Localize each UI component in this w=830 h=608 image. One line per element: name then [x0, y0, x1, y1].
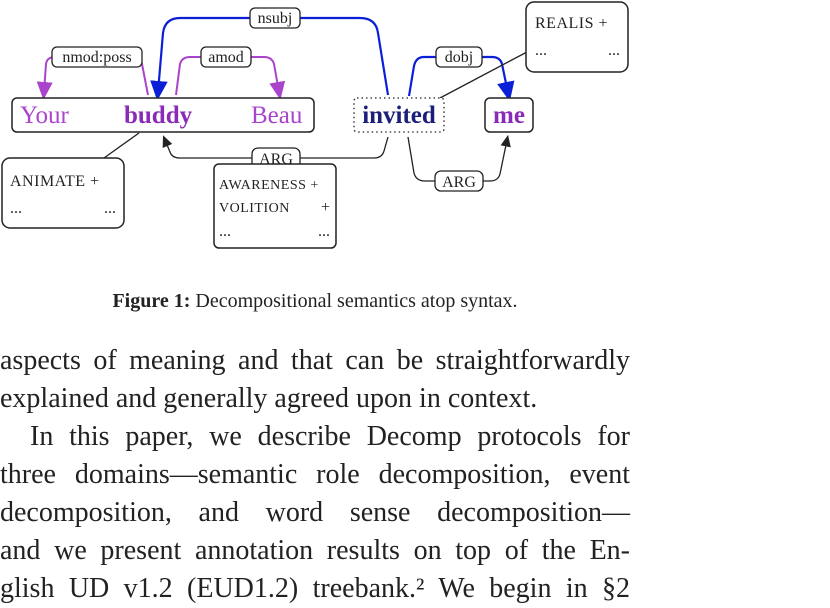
- dobj-label-box: [435, 46, 483, 68]
- paragraph-1-line-2: explained and generally agreed upon in c…: [0, 383, 538, 414]
- paragraph-2-line-5: glish UD v1.2 (EUD1.2) treebank.² We beg…: [0, 573, 630, 604]
- figure-caption: Figure 1: Decompositional semantics atop…: [0, 290, 630, 313]
- awareness-prop: AWARENESS +: [219, 178, 319, 193]
- nmod-poss-label: nmod:poss: [62, 49, 131, 66]
- animate-connector: [103, 132, 140, 159]
- animate-prop: ANIMATE +: [10, 173, 100, 190]
- animate-more: ...: [10, 200, 22, 217]
- dobj-label: dobj: [445, 49, 473, 66]
- volition-prop: VOLITION: [219, 201, 290, 216]
- figure-caption-text: Decompositional semantics atop syntax.: [195, 290, 518, 312]
- me-box: [484, 97, 534, 133]
- token-invited: invited: [362, 102, 436, 129]
- token-beau: Beau: [251, 102, 303, 129]
- paragraph-2-line-2: three domains—semantic role decompositio…: [0, 459, 630, 490]
- token-your: Your: [20, 102, 70, 129]
- invited-box: [353, 97, 445, 133]
- animate-box: [1, 157, 125, 229]
- volition-value: +: [321, 199, 330, 216]
- amod-label: amod: [208, 49, 244, 66]
- paragraph-2-line-4: and we present annotation results on top…: [0, 535, 630, 566]
- paragraph-1: aspects of meaning and that can be strai…: [0, 342, 630, 418]
- nsubj-label: nsubj: [258, 10, 293, 27]
- realis-more-right: ...: [608, 42, 620, 59]
- realis-connector: [439, 51, 528, 99]
- token-me: me: [493, 102, 525, 129]
- awareness-box: [213, 163, 337, 249]
- awareness-more-right: ...: [318, 223, 330, 240]
- animate-more-right: ...: [104, 200, 116, 217]
- paragraph-2-line-3: decomposition, and word sense decomposit…: [0, 497, 630, 528]
- token-buddy: buddy: [124, 102, 193, 129]
- realis-more: ...: [535, 42, 547, 59]
- nsubj-label-box: [249, 7, 301, 29]
- amod-label-box: [200, 46, 252, 68]
- paragraph-1-line-1: aspects of meaning and that can be strai…: [0, 345, 630, 376]
- awareness-more: ...: [219, 223, 231, 240]
- figure-caption-label: Figure 1:: [112, 290, 191, 312]
- paragraph-2-line-1: In this paper, we describe Decomp protoc…: [30, 421, 630, 452]
- nmod-poss-label-box: [51, 46, 143, 68]
- realis-prop: REALIS +: [535, 15, 608, 32]
- np-box: [11, 97, 315, 133]
- arg-label-2: ARG: [442, 174, 476, 191]
- decomp-figure: nsubj nmod:poss amod dobj REALIS + ... .…: [1, 1, 629, 249]
- arg-label-box-2: [434, 170, 484, 192]
- realis-box: [525, 1, 629, 73]
